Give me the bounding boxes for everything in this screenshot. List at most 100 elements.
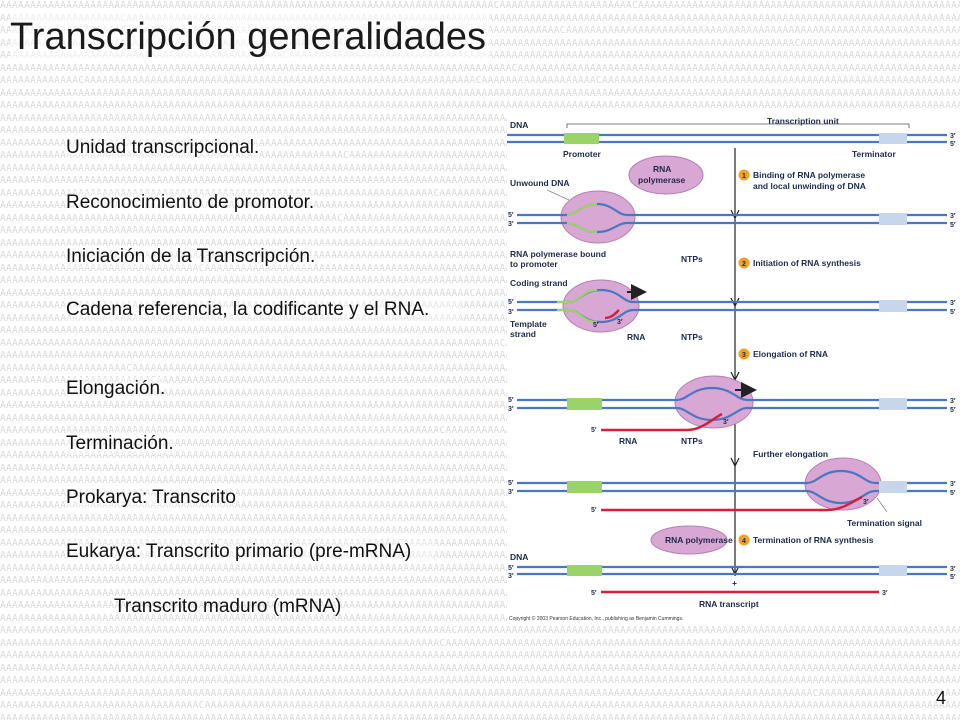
svg-text:1: 1 — [742, 173, 746, 180]
rna-polymerase-label-1: RNA — [653, 164, 671, 174]
sequence-row: AAAAAAAAAAAAACAAAAAAAAAAAAAAAAAAAAAAAAAA… — [0, 75, 960, 86]
svg-text:5′: 5′ — [593, 322, 599, 329]
sequence-row: AAAAAAAAAAAAAAAAAAAAAAAAAAAAAAAAAAAAAAAA… — [0, 0, 960, 11]
rna-polymerase-label-2: polymerase — [638, 175, 686, 185]
svg-text:3′: 3′ — [882, 590, 888, 597]
sequence-row: AAAAAAAAAAAAAAAAAAAAAAAAAAAAAAAAAAAAAAAA… — [0, 625, 960, 636]
step-1-text-1: Binding of RNA polymerase — [753, 170, 865, 180]
three-prime-mark: 3′ — [950, 133, 956, 140]
sequence-row: AAAAAAAAAAAAAAAAAAAAAAAAAAAAAAAAAAAAAAAA… — [0, 612, 960, 624]
svg-text:2: 2 — [742, 261, 746, 268]
ntps-label-3: NTPs — [681, 436, 703, 446]
sequence-row: AAAAAAAAAAAAAAAAAAAAAAAAAAAAAAAAAAAAAAAA… — [0, 150, 960, 161]
rna-pol-bound-label-2: to promoter — [510, 259, 558, 269]
sequence-row: AAAAAAAAAAAAAAAAAAAAAAAAAAAAAAAAAAAAAAAA… — [0, 175, 960, 186]
sequence-row: AAAAAAAAAAAAAAAAAAAAAAAAAAAAAAAAAAAAAAAA… — [0, 575, 960, 586]
svg-text:5′: 5′ — [950, 574, 956, 581]
sequence-row: AAAAAAAAAAAAAAAAAAAAAAAAAAAAAAAAAAAAAAAA… — [0, 650, 960, 661]
sequence-row: AAAAAAAAAAAAAAAAAAAAAAAAAAAAAAAAAAAAAAAA… — [0, 525, 960, 536]
svg-text:5′: 5′ — [591, 427, 597, 434]
svg-text:5′: 5′ — [950, 222, 956, 229]
sequence-row: AAAAAAAAAAAAAAAAAAAAAAAAAAAAAAAAAAAAAAAA… — [0, 712, 960, 720]
sequence-row: AAAAAAAAAAAAAAAAAAAAAAAAAAAAAAAAAAAAAAAA… — [0, 437, 960, 449]
sequence-row: AAAAAAAAAAAAAAAAAAAAAAAAAAAAAAAAAAAAAAAA… — [0, 62, 960, 74]
svg-text:3: 3 — [742, 352, 746, 359]
svg-text:5′: 5′ — [508, 397, 514, 404]
sequence-row: AAAAAAAAAAAAAAAAAAAAAAAAAAAAAAAAAAAAAAAA… — [0, 475, 960, 486]
step-2-text: Initiation of RNA synthesis — [753, 258, 861, 268]
svg-text:3′: 3′ — [950, 481, 956, 488]
bullet-eukarya: Eukarya: Transcrito primario (pre-mRNA) — [66, 540, 436, 563]
sequence-row: AAAAAAAAAAAAAAAAAAAAAAAAAAAAAAAAAAAAAAAA… — [0, 412, 960, 424]
sequence-row: AAAAAAAAAAAAAAAAAAAAAAAAAAAAAAAAAAAAAAAA… — [0, 325, 960, 336]
terminator-label: Terminator — [852, 149, 896, 159]
bullet-unidad: Unidad transcripcional. — [66, 136, 260, 159]
sequence-row: AAAAAAAAAAAAAAAAAAAAAAAAAAAAAAAAAAAAAAAA… — [0, 125, 960, 136]
sequence-row: AAAAAAAAAAAAAAAAAAAAAAAAAAAAAAAAAAAAAAAA… — [0, 287, 960, 299]
svg-text:3′: 3′ — [950, 213, 956, 220]
svg-text:3′: 3′ — [508, 573, 514, 580]
rna-polymerase-released-label: RNA polymerase — [665, 535, 733, 545]
svg-text:4: 4 — [742, 538, 746, 545]
rna-label-1: RNA — [627, 332, 645, 342]
bullet-promotor: Reconocimiento de promotor. — [66, 191, 315, 214]
sequence-row: AAAAAAAAAAAAAAAAAAAAAAAAAAAAAAAAAAAAAAAA… — [0, 250, 960, 261]
template-strand-label-1: Template — [510, 319, 547, 329]
svg-text:3′: 3′ — [508, 406, 514, 413]
sequence-row: AAAAAAAAAAAAAAAAAAAAAAAAAAAAAAAAAAAAAAAA… — [0, 450, 960, 461]
sequence-row: AAAAAAAAAAAAAAAAAAAAAAAAAAAAAAAAAAAAAAAA… — [0, 662, 960, 674]
sequence-row: AAAAAAAAAAAAAAAAAAAAAAAAAAAAAAAAAAAAAAAA… — [0, 500, 960, 511]
svg-text:5′: 5′ — [591, 507, 597, 514]
sequence-row: AAAAAAAAAAAAAAAAAAAAAAAAAAAAAAAAAAAAAAAA… — [0, 675, 960, 686]
promoter-region — [564, 133, 599, 144]
page-number: 4 — [936, 688, 947, 708]
svg-text:5′: 5′ — [508, 565, 514, 572]
svg-text:3′: 3′ — [723, 419, 729, 426]
bullet-prokarya: Prokarya: Transcrito — [66, 486, 236, 509]
svg-text:5′: 5′ — [508, 480, 514, 487]
slide-title: Transcripción generalidades — [10, 14, 490, 60]
sequence-row: AAAAAAAAAAAAAAAAAAAAAAAAAAAAAAAAAAAAAAAA… — [0, 337, 960, 349]
svg-text:3′: 3′ — [950, 398, 956, 405]
sequence-row: AAAAAAAAAAAAAAAAAACAAAAAAAAAAAAAAAAAAAAA… — [0, 312, 960, 324]
sequence-row: AAAAAAAAAAAAAAAAAAAAAAAAAAAAAAAAAAAAAAAA… — [0, 225, 960, 236]
rna-label-2: RNA — [619, 436, 637, 446]
bullet-terminacion: Terminación. — [66, 432, 174, 455]
sequence-row: AAAAAAAAAAAAAAAAAAAAAAAAAAAAAAAAAAAAAAAA… — [0, 550, 960, 561]
five-prime-mark: 5′ — [950, 141, 956, 148]
rna-pol-bound-label-1: RNA polymerase bound — [510, 249, 606, 259]
sequence-row: AAAAAAAAAAAAAAAAAAAAAAAAAAAAAAAAAAAAAAAA… — [0, 100, 960, 111]
sequence-row: AAAAAAAAAAAAAAAAAAAAAAAAAAAAAAAAACAAAAAA… — [0, 262, 960, 274]
terminator-region — [879, 133, 907, 144]
svg-text:5′: 5′ — [950, 490, 956, 497]
sequence-row: AAAAAAAAAAAAAAAAAAAAAAAAAAAAAAAAAAAAAAAA… — [0, 300, 960, 311]
sequence-row: AAAAAAAAAAAAAAAAAAAAAAAAAAAAAAAAAAAAAAAA… — [0, 637, 960, 649]
svg-text:3′: 3′ — [617, 319, 623, 326]
sequence-row: AAAAAAAAAAAAAAAAAAAAAAAAAAAAAAAAACAAAAAA… — [0, 700, 960, 711]
plus-sign: + — [732, 578, 737, 588]
sequence-row: AAAAAAAAAAAAAAAAAAAAAAAAAAAAAAAAAAAAAAAA… — [0, 512, 960, 524]
sequence-row: AAAAAAAAAAAAAAAAAAAAAAAAAAAAAAAAAAAAAAAA… — [0, 400, 960, 411]
copyright-text: Copyright © 2003 Pearson Education, Inc.… — [509, 615, 683, 622]
svg-text:3′: 3′ — [863, 499, 869, 506]
sequence-row: AAAAAAAAAAAAAAAAAAAAAAAAAAAAAAAAAAAAAAAA… — [0, 462, 960, 474]
template-strand-label-2: strand — [510, 329, 536, 339]
svg-text:3′: 3′ — [950, 566, 956, 573]
step-3-text: Elongation of RNA — [753, 349, 828, 359]
sequence-row: AAAAAAAAAAAAAAAAAAAAAAAAAAAAAAAAAAAAAAAA… — [0, 200, 960, 211]
ntps-label-2: NTPs — [681, 332, 703, 342]
step-4-text: Termination of RNA synthesis — [753, 535, 874, 545]
coding-strand-label: Coding strand — [510, 278, 568, 288]
sequence-row: AAAAAAAAAAAAAAAAAAAAAAACAAAAAAAAAAAAAAAA… — [0, 137, 960, 149]
sequence-row: AAAAAAAAAAAAAAAAAAAAAAAAAAAAAAAAAAAAAAAA… — [0, 562, 960, 574]
svg-text:5′: 5′ — [508, 299, 514, 306]
svg-text:5′: 5′ — [508, 212, 514, 219]
further-elongation-text: Further elongation — [753, 449, 828, 459]
sequence-row: AAAAAAAAAAAAAAAAAAAAAAAAAAAAAAAAAAAAAAAA… — [0, 687, 960, 699]
bullet-elongacion: Elongación. — [66, 377, 166, 400]
transcription-unit-bracket — [566, 123, 910, 128]
svg-text:5′: 5′ — [950, 407, 956, 414]
svg-text:3′: 3′ — [950, 300, 956, 307]
sequence-row: AAAAAAAAAAAAAAAAAAAAAAAAAAAAAAAAAAAAAAAA… — [0, 162, 960, 174]
sequence-row: AAAAAAAAAAAAAAAAAAAAAAAAAAAAAAAAAAAACAAA… — [0, 537, 960, 549]
